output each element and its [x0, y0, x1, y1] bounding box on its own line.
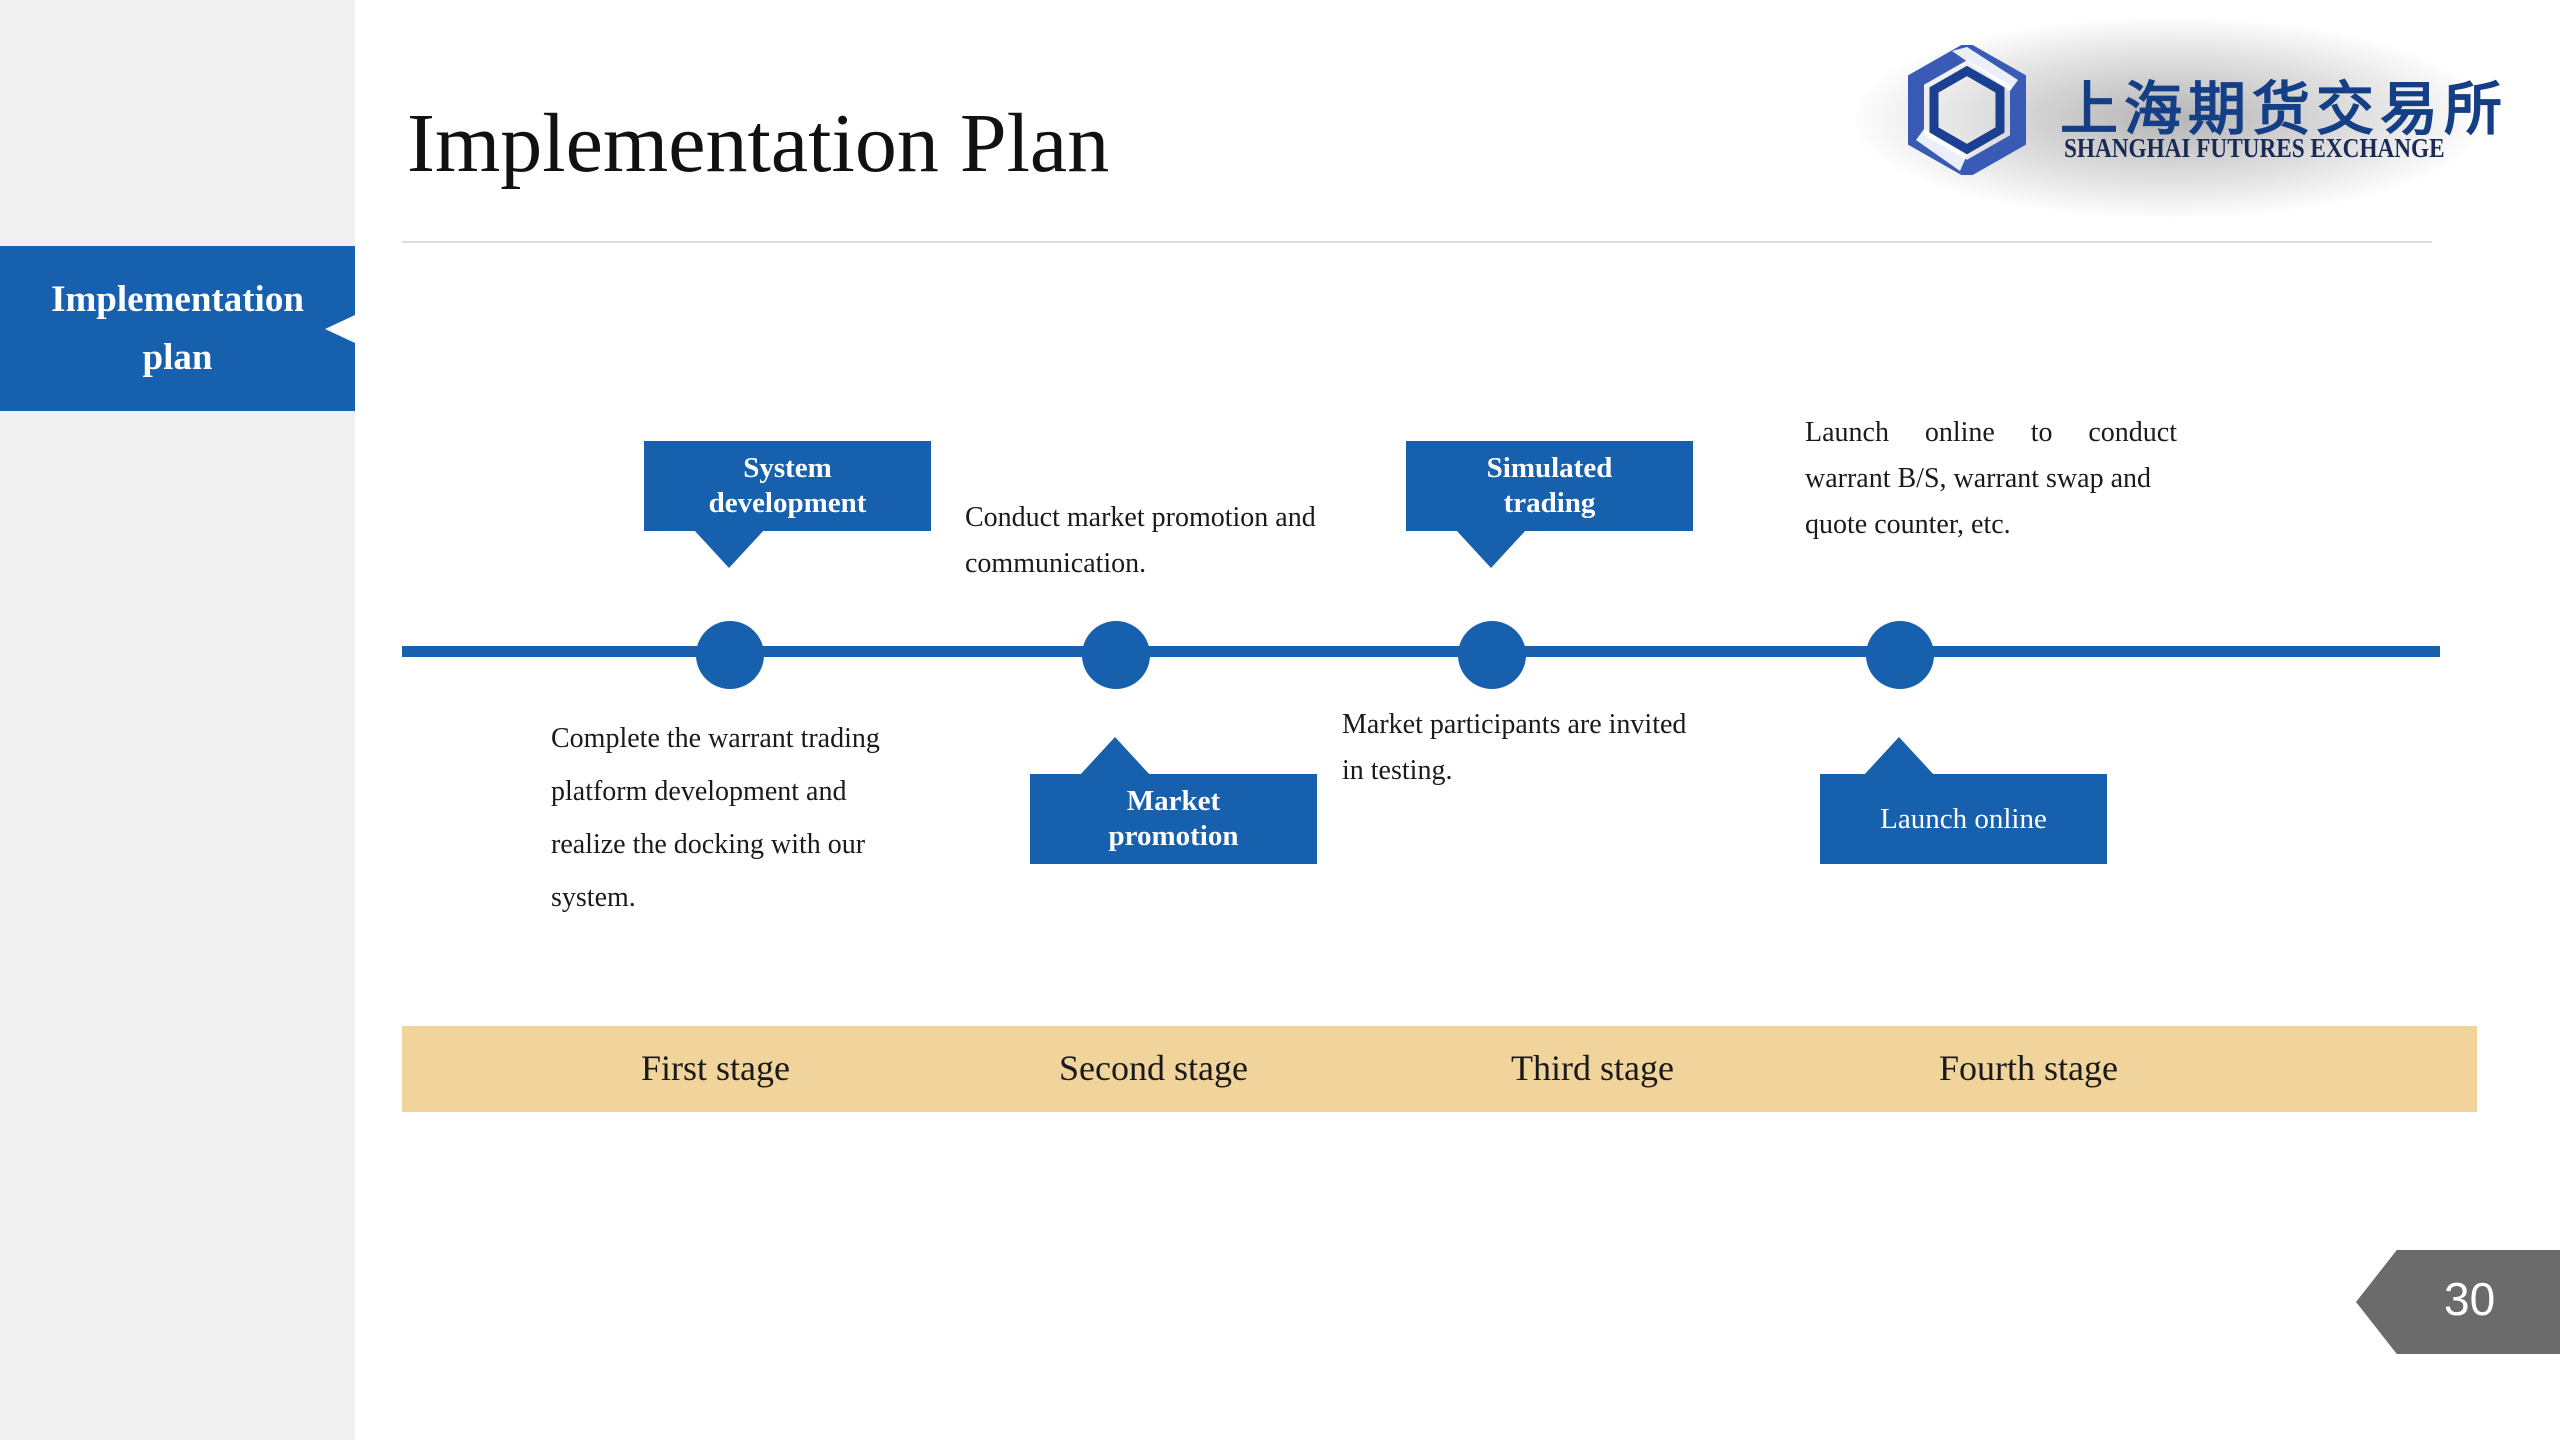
- sidebar-tab-implementation-plan[interactable]: Implementation plan: [0, 246, 355, 411]
- page-number-badge: [2356, 1250, 2560, 1354]
- title-divider: [402, 241, 2432, 243]
- logo-english-text: SHANGHAI FUTURES EXCHANGE: [2064, 133, 2445, 163]
- milestone-dot-3: [1458, 621, 1526, 689]
- stage-band-arrowhead: [2435, 1026, 2477, 1112]
- callout-system-development-line2: development: [708, 487, 867, 519]
- callout-system-development-line1: System: [743, 452, 832, 484]
- callout-system-development: System development: [644, 441, 931, 531]
- callout-market-promotion: Market promotion: [1030, 774, 1317, 864]
- callout-simulated-trading-line1: Simulated: [1486, 452, 1613, 484]
- stage-label-first: First stage: [641, 1048, 790, 1088]
- stage-label-second: Second stage: [1059, 1048, 1248, 1088]
- description-line: in testing.: [1342, 755, 1453, 786]
- stage-label-third: Third stage: [1511, 1048, 1674, 1088]
- sidebar-tab-pointer: [325, 315, 355, 343]
- callout-market-promotion-line2: promotion: [1108, 820, 1239, 852]
- milestone-dot-1: [696, 621, 764, 689]
- stage-label-fourth: Fourth stage: [1939, 1048, 2118, 1088]
- description-simulated-trading: Market participants are invited in testi…: [1342, 702, 1686, 794]
- description-line: platform development and: [551, 776, 847, 807]
- description-line: Complete the warrant trading: [551, 723, 880, 754]
- description-line: Market participants are invited: [1342, 709, 1687, 740]
- sidebar: [0, 0, 355, 1440]
- description-line: communication.: [965, 548, 1147, 579]
- sidebar-tab-label-line1: Implementation: [51, 278, 304, 320]
- description-line: Launch online to conduct: [1805, 417, 2177, 448]
- description-launch-online: Launch online to conduct warrant B/S, wa…: [1805, 410, 2177, 548]
- page-title: Implementation Plan: [407, 97, 1110, 190]
- logo-chinese-text: 上海期货交易所: [2060, 77, 2509, 142]
- milestone-dot-2: [1082, 621, 1150, 689]
- callout-pointer-2: [1080, 737, 1150, 775]
- description-line: realize the docking with our: [551, 829, 866, 860]
- sidebar-tab-label-line2: plan: [142, 336, 213, 378]
- description-line: Conduct market promotion and: [965, 502, 1316, 533]
- description-market-promotion: Conduct market promotion and communicati…: [965, 495, 1316, 587]
- callout-simulated-trading: Simulated trading: [1406, 441, 1693, 531]
- description-line: quote counter, etc.: [1805, 509, 2011, 540]
- description-line: system.: [551, 882, 636, 913]
- callout-pointer-1: [694, 530, 764, 568]
- page-number: 30: [2444, 1273, 2496, 1325]
- callout-pointer-4: [1864, 737, 1934, 775]
- callout-simulated-trading-line2: trading: [1503, 487, 1596, 519]
- timeline-line: [402, 646, 2440, 657]
- shfe-logo-icon: [1908, 45, 2026, 175]
- callout-pointer-3: [1456, 530, 1526, 568]
- callout-launch-online: Launch online: [1820, 774, 2107, 864]
- callout-market-promotion-line1: Market: [1126, 785, 1221, 817]
- milestone-dot-4: [1866, 621, 1934, 689]
- stage-band: [402, 1026, 2477, 1112]
- description-system-development: Complete the warrant trading platform de…: [551, 712, 880, 924]
- description-line: warrant B/S, warrant swap and: [1805, 463, 2152, 494]
